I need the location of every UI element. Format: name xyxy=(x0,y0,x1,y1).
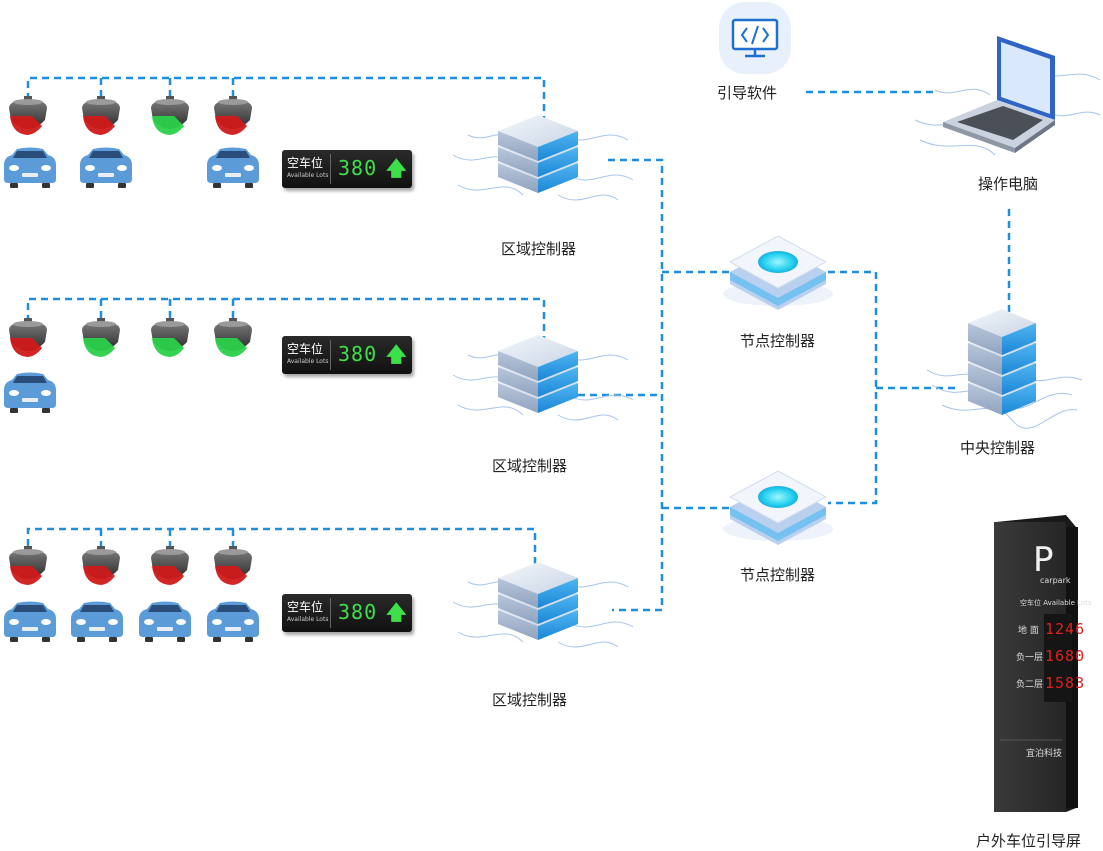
sign-brand: 宜泊科技 xyxy=(1026,749,1063,759)
led-title: 空车位 xyxy=(287,156,324,170)
parking-sensor-icon xyxy=(82,318,120,357)
sign-floor-count: 1246 xyxy=(1045,620,1086,638)
central-controller-label: 中央控制器 xyxy=(960,439,1036,457)
zone-controller-server-icon xyxy=(452,115,634,201)
zone-controller-server-icon xyxy=(452,335,634,421)
outdoor-screen-label: 户外车位引导屏 xyxy=(976,832,1082,850)
parking-sensor-icon xyxy=(82,546,120,585)
led-count: 380 xyxy=(338,342,378,366)
sign-floor-label: 负二层 xyxy=(1016,680,1044,690)
laptop-icon xyxy=(914,36,1101,156)
central-controller-icon xyxy=(926,309,1083,429)
parking-sensor-icon xyxy=(82,96,120,135)
zone-controller-server-icon xyxy=(452,562,634,648)
led-subtitle: Available Lots xyxy=(287,358,329,365)
node-controller-label: 节点控制器 xyxy=(740,332,816,350)
sign-floor-count: 1583 xyxy=(1045,674,1086,692)
sign-logo-letter: P xyxy=(1033,540,1054,580)
led-count: 380 xyxy=(338,600,378,624)
led-title: 空车位 xyxy=(287,342,324,356)
led-subtitle: Available Lots xyxy=(287,172,329,179)
node-controller-label: 节点控制器 xyxy=(740,566,816,584)
sign-logo-word: carpark xyxy=(1040,576,1071,585)
parking-sensor-icon xyxy=(214,318,252,357)
zone-controller-label: 区域控制器 xyxy=(501,240,577,258)
car-icon xyxy=(80,147,132,188)
zone-controller-label: 区域控制器 xyxy=(492,457,568,475)
car-icon xyxy=(4,601,56,642)
software-label: 引导软件 xyxy=(717,84,778,102)
car-icon xyxy=(71,601,123,642)
led-display: 空车位 Available Lots 380 🡅 xyxy=(282,150,412,188)
car-icon xyxy=(139,601,191,642)
parking-sensor-icon xyxy=(151,318,189,357)
car-icon xyxy=(4,147,56,188)
car-icon xyxy=(207,147,259,188)
parking-sensor-icon xyxy=(151,546,189,585)
node-controller-icon xyxy=(723,470,833,545)
sign-floor-label: 地 面 xyxy=(1018,626,1039,636)
led-display: 空车位 Available Lots 380 🡅 xyxy=(282,336,412,374)
led-title: 空车位 xyxy=(287,600,324,614)
sign-heading: 空车位 Available Lots xyxy=(1020,599,1092,607)
up-arrow-icon: 🡅 xyxy=(386,600,407,624)
up-arrow-icon: 🡅 xyxy=(386,156,407,180)
connection-lines xyxy=(26,76,1011,612)
led-subtitle: Available Lots xyxy=(287,616,329,623)
parking-sensors xyxy=(4,96,259,642)
car-icon xyxy=(207,601,259,642)
outdoor-guidance-screen xyxy=(994,515,1078,812)
parking-sensor-icon xyxy=(9,318,47,357)
up-arrow-icon: 🡅 xyxy=(386,342,407,366)
parking-sensor-icon xyxy=(151,96,189,135)
sign-floor-count: 1680 xyxy=(1045,647,1086,665)
led-count: 380 xyxy=(338,156,378,180)
parking-sensor-icon xyxy=(214,96,252,135)
parking-sensor-icon xyxy=(9,96,47,135)
zone-controller-label: 区域控制器 xyxy=(492,691,568,709)
parking-sensor-icon xyxy=(9,546,47,585)
software-icon xyxy=(719,2,791,74)
parking-sensor-icon xyxy=(214,546,252,585)
sign-floor-label: 负一层 xyxy=(1016,653,1044,663)
car-icon xyxy=(4,372,56,413)
led-display: 空车位 Available Lots 380 🡅 xyxy=(282,594,412,632)
computer-label: 操作电脑 xyxy=(978,175,1039,193)
node-controller-icon xyxy=(723,235,833,310)
